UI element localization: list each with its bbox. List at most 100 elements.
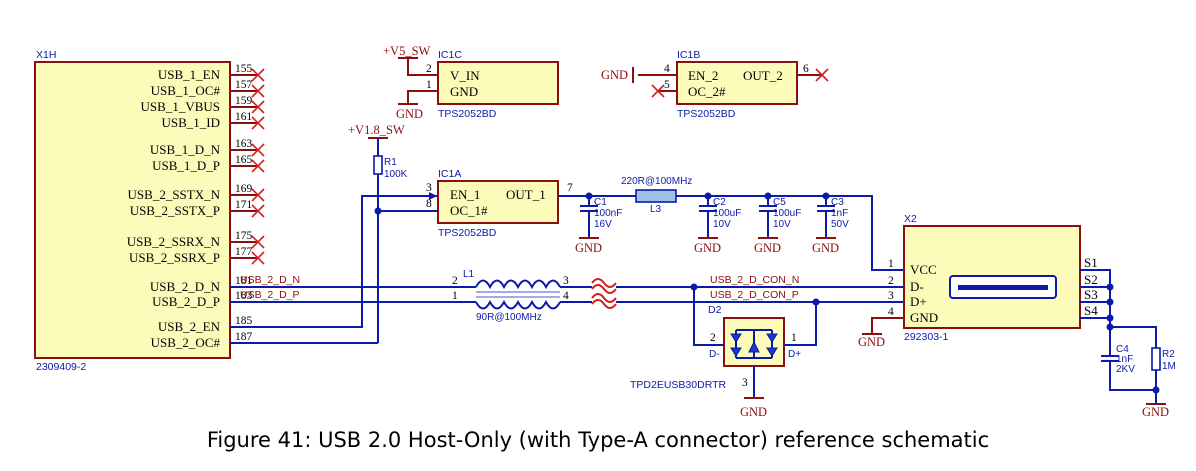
x1h-pin-number: 155 bbox=[235, 63, 253, 75]
d2-gnd-power: GND bbox=[740, 405, 767, 419]
ic1a: IC1A TPS2052BD EN_1 OC_1# OUT_1 3 8 7 bbox=[426, 168, 573, 239]
x1h-pin-number: 163 bbox=[235, 138, 253, 150]
x1h-pin-name: USB_1_OC# bbox=[151, 83, 221, 98]
x1h-pin-name: USB_2_SSRX_P bbox=[129, 250, 220, 265]
c4-value: 1nF bbox=[1116, 354, 1133, 365]
c3-gnd-power: GND bbox=[812, 241, 839, 255]
d2-esd-protection: D2 2 1 D- D+ 3 TPD2EUSB30DRTR GND bbox=[630, 287, 817, 419]
x1h-pin-number: 165 bbox=[235, 154, 253, 166]
x1h-pin-name: USB_1_ID bbox=[161, 115, 220, 130]
c2-value: 100uF bbox=[713, 208, 741, 219]
x1h-pin-name: USB_2_SSTX_N bbox=[128, 187, 221, 202]
l1-choke: L1 2 1 3 4 90R@100MHz bbox=[452, 269, 569, 323]
x2-pin-name: VCC bbox=[910, 262, 937, 277]
x1h-pin-name: USB_1_VBUS bbox=[141, 99, 220, 114]
c3-ref: C3 bbox=[831, 197, 844, 208]
c5-value: 100uF bbox=[773, 208, 801, 219]
d2-pin2: 2 bbox=[710, 332, 716, 344]
c2-gnd-power: GND bbox=[694, 241, 721, 255]
ic1b-pin6: 6 bbox=[803, 63, 809, 75]
l3-ferrite bbox=[635, 189, 677, 203]
d2-pin1: 1 bbox=[791, 332, 797, 344]
ic1b-gnd-power: GND bbox=[601, 68, 628, 82]
ic1b-pin5: 5 bbox=[664, 79, 670, 91]
c4-ref: C4 bbox=[1116, 344, 1129, 355]
l1-pin2: 2 bbox=[452, 275, 458, 287]
ic1b-oc-label: OC_2# bbox=[688, 84, 726, 99]
x1h-pin-name: USB_2_D_P bbox=[152, 294, 220, 309]
x2-shield-gnd-power: GND bbox=[1142, 405, 1169, 419]
l3-ref: L3 bbox=[650, 204, 662, 215]
ic1c-gnd-power: GND bbox=[396, 107, 423, 121]
ic1a-oc-label: OC_1# bbox=[450, 203, 488, 218]
ic1a-body bbox=[437, 180, 559, 224]
ic1a-out-label: OUT_1 bbox=[506, 187, 546, 202]
c1-gnd-power: GND bbox=[575, 241, 602, 255]
diffpair-marker-p bbox=[591, 293, 617, 303]
x2-shield-pin: S4 bbox=[1084, 303, 1098, 318]
x1h-pin-number: 181 bbox=[235, 275, 253, 287]
d2-dm-label: D- bbox=[709, 349, 720, 360]
x1h-pin-number: 169 bbox=[235, 183, 253, 195]
r1-ref: R1 bbox=[384, 157, 397, 168]
vbus-filter: 220R@100MHz L3 GNDC1100nF16VGNDC2100uF10… bbox=[558, 176, 904, 271]
l1-pin4: 4 bbox=[563, 290, 569, 302]
ic1c-pin1: 1 bbox=[426, 79, 432, 91]
c3-voltage: 50V bbox=[831, 219, 849, 230]
v5-sw-label: +V5_SW bbox=[383, 44, 431, 58]
x1h-pin-number: 175 bbox=[235, 230, 253, 242]
c1-value: 100nF bbox=[594, 208, 622, 219]
r2-ref: R2 bbox=[1162, 349, 1175, 360]
c2-ref: C2 bbox=[713, 197, 726, 208]
net-dp-left: USB_2_D_P bbox=[240, 289, 300, 301]
ic1b-ref: IC1B bbox=[677, 49, 700, 61]
ic1c-gnd-label: GND bbox=[450, 84, 478, 99]
ic1b: IC1B TPS2052BD EN_2 OC_2# OUT_2 4 5 6 GN… bbox=[601, 49, 829, 120]
ic1b-part: TPS2052BD bbox=[677, 108, 736, 120]
r1-resistor: +V1.8_SW R1 100K bbox=[348, 123, 408, 343]
l1-ref: L1 bbox=[463, 269, 475, 280]
l1-pin1: 1 bbox=[452, 290, 458, 302]
ic1b-body bbox=[676, 61, 798, 105]
ic1b-out-label: OUT_2 bbox=[743, 68, 783, 83]
x1h-pin-name: USB_2_OC# bbox=[151, 335, 221, 350]
x2-shield-pin: S2 bbox=[1084, 272, 1098, 287]
x2-shield-pin: S3 bbox=[1084, 287, 1098, 302]
c5-voltage: 10V bbox=[773, 219, 791, 230]
x1h-pin-number: 161 bbox=[235, 111, 253, 123]
diffpair-marker-n bbox=[591, 278, 617, 288]
x1h-pin-name: USB_1_EN bbox=[158, 67, 221, 82]
x2-pin-number: 2 bbox=[888, 275, 894, 287]
d2-pin3: 3 bbox=[742, 377, 748, 389]
ic1c-part: TPS2052BD bbox=[438, 108, 497, 120]
x1h-pin-number: 177 bbox=[235, 246, 253, 258]
x1h-pin-number: 187 bbox=[235, 331, 253, 343]
c1-ref: C1 bbox=[594, 197, 607, 208]
ic1a-pin3: 3 bbox=[426, 182, 432, 194]
x2-ref: X2 bbox=[904, 213, 917, 225]
x1h-pin-number: 171 bbox=[235, 199, 253, 211]
x2-pin-name: D+ bbox=[910, 294, 927, 309]
x1h-pin-number: 157 bbox=[235, 79, 253, 91]
c5-gnd-power: GND bbox=[754, 241, 781, 255]
d2-part: TPD2EUSB30DRTR bbox=[630, 379, 727, 391]
l1-value: 90R@100MHz bbox=[476, 312, 542, 323]
net-con-p: USB_2_D_CON_P bbox=[710, 289, 799, 301]
d2-ref: D2 bbox=[708, 304, 722, 316]
c4-voltage: 2KV bbox=[1116, 364, 1135, 375]
c1-voltage: 16V bbox=[594, 219, 612, 230]
x2-shield-pin: S1 bbox=[1084, 255, 1098, 270]
x1h-pin-name: USB_2_EN bbox=[158, 319, 221, 334]
r1-value: 100K bbox=[384, 169, 408, 180]
c3-value: 1nF bbox=[831, 208, 848, 219]
ic1a-part: TPS2052BD bbox=[438, 227, 497, 239]
v18-sw-label: +V1.8_SW bbox=[348, 123, 405, 137]
x2-pin-number: 3 bbox=[888, 290, 894, 302]
ic1c-pin2: 2 bbox=[426, 63, 432, 75]
c2-voltage: 10V bbox=[713, 219, 731, 230]
wire-usb2-en bbox=[230, 195, 438, 328]
x1h-pin-number: 185 bbox=[235, 315, 253, 327]
l3-value: 220R@100MHz bbox=[621, 176, 692, 187]
x1h-pin-name: USB_2_SSTX_P bbox=[130, 203, 220, 218]
